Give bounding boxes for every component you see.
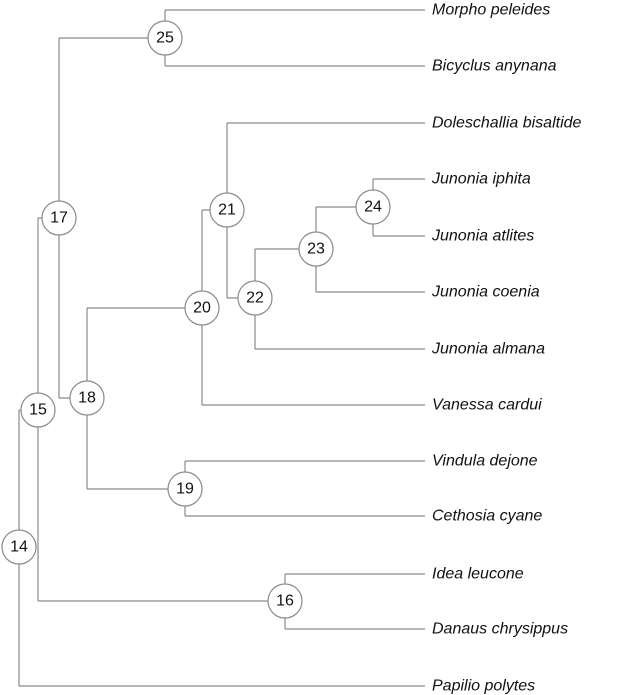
tip-label-papilio-polytes: Papilio polytes [432,678,535,695]
node-14: 14 [1,529,37,565]
tip-label-doleschallia-bisaltide: Doleschallia bisaltide [432,115,582,132]
node-circle [147,20,183,56]
tip-label-junonia-atlites: Junonia atlites [431,228,534,245]
node-label: 22 [246,290,264,307]
node-24: 24 [355,189,391,225]
tip-label-danaus-chrysippus: Danaus chrysippus [432,621,568,638]
tree-nodes: 14 15 16 17 18 19 20 21 22 23 24 25 [1,20,391,619]
node-label: 18 [78,390,96,407]
node-circle [267,583,303,619]
node-label: 16 [276,593,294,610]
node-label: 14 [10,539,28,556]
tip-label-junonia-coenia: Junonia coenia [431,284,540,301]
tip-label-junonia-almana: Junonia almana [431,341,545,358]
tip-label-junonia-iphita: Junonia iphita [431,171,531,188]
tip-label-morpho-peleides: Morpho peleides [432,2,550,19]
node-label: 20 [193,300,211,317]
node-18: 18 [69,380,105,416]
node-label: 25 [156,30,174,47]
node-circle [209,192,245,228]
node-label: 23 [307,241,325,258]
node-circle [184,290,220,326]
node-15: 15 [20,392,56,428]
node-23: 23 [298,231,334,267]
node-17: 17 [41,200,77,236]
node-circle [41,200,77,236]
node-label: 19 [176,481,194,498]
tree-branches [18,9,425,687]
node-label: 21 [218,202,236,219]
node-label: 24 [364,199,382,216]
tip-label-vanessa-cardui: Vanessa cardui [432,397,542,414]
tip-label-vindula-dejone: Vindula dejone [432,453,538,470]
tip-label-bicyclus-anynana: Bicyclus anynana [432,58,557,75]
node-circle [167,471,203,507]
node-21: 21 [209,192,245,228]
node-label: 17 [50,210,68,227]
node-circle [237,280,273,316]
node-circle [20,392,56,428]
node-circle [298,231,334,267]
node-22: 22 [237,280,273,316]
node-circle [69,380,105,416]
tip-label-cethosia-cyane: Cethosia cyane [432,508,542,525]
node-label: 15 [29,402,47,419]
node-25: 25 [147,20,183,56]
tip-label-idea-leucone: Idea leucone [432,566,524,583]
node-20: 20 [184,290,220,326]
node-circle [355,189,391,225]
node-16: 16 [267,583,303,619]
node-circle [1,529,37,565]
node-19: 19 [167,471,203,507]
